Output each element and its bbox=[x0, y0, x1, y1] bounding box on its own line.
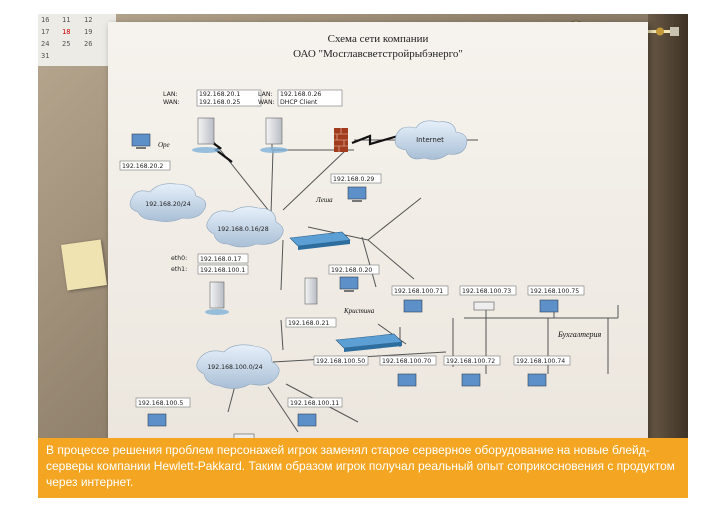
monitor-icon bbox=[131, 133, 151, 147]
monitor-icon bbox=[339, 276, 359, 290]
calendar-day: 26 bbox=[84, 40, 93, 48]
switch-icon bbox=[289, 231, 351, 250]
calendar-day: 16 bbox=[41, 16, 50, 24]
buh-top-ip: 192.168.100.71 bbox=[394, 288, 443, 295]
switch-icon bbox=[335, 333, 403, 352]
cloud-100-label: 192.168.100.0/24 bbox=[207, 364, 262, 371]
cloud-20-label: 192.168.20/24 bbox=[145, 201, 190, 208]
desk-calendar: 16 11 12 17 18 19 24 25 26 31 bbox=[38, 14, 116, 66]
monitor-icon bbox=[461, 373, 481, 387]
network-diagram-sheet: Схема сети компании ОАО "Мосглавсветстро… bbox=[108, 22, 648, 474]
monitor-icon bbox=[403, 299, 423, 313]
ip-0-21: 192.168.0.21 bbox=[288, 320, 329, 327]
lesha-label: Леша bbox=[315, 196, 333, 204]
monitor-icon bbox=[527, 373, 547, 387]
sticky-note bbox=[60, 239, 108, 291]
monitor-icon bbox=[539, 299, 559, 313]
ore-label: Оре bbox=[158, 141, 170, 149]
network-diagram: Схема сети компании ОАО "Мосглавсветстро… bbox=[119, 33, 619, 443]
server-a-info-box bbox=[196, 89, 262, 107]
server-b-lan-ip: 192.168.0.26 bbox=[280, 91, 321, 98]
cloud-192-168-100: 192.168.100.0/24 bbox=[196, 344, 280, 389]
diagram-subtitle: ОАО "Мосглавсветстройрыбэнерго" bbox=[293, 48, 463, 60]
calendar-day: 24 bbox=[41, 40, 50, 48]
monitor-icon bbox=[147, 413, 167, 427]
calendar-day: 19 bbox=[84, 28, 93, 36]
kristina-label: Кристина bbox=[343, 307, 375, 315]
cloud-192-168-20: 192.168.20/24 bbox=[129, 183, 207, 222]
server-a-lan-label: LAN: bbox=[163, 91, 178, 98]
buh-bottom-ip: 192.168.100.72 bbox=[446, 358, 495, 365]
caption-banner: В процессе решения проблем персонажей иг… bbox=[38, 438, 688, 498]
workstation-0-20: 192.168.0.20 bbox=[328, 264, 380, 292]
eth1-label: eth1: bbox=[171, 266, 187, 273]
server-icon bbox=[209, 281, 225, 309]
server-a: LAN: 192.168.20.1 WAN: 192.168.0.25 bbox=[163, 89, 262, 153]
router-eth-labels: eth0: 192.168.0.17 eth1: 192.168.100.1 bbox=[171, 253, 249, 275]
internet-label: Internet bbox=[416, 136, 444, 144]
lesha-ip: 192.168.0.29 bbox=[333, 176, 374, 183]
server-icon bbox=[304, 277, 318, 305]
right-shelf bbox=[648, 14, 688, 498]
server-a-wan-ip: 192.168.0.25 bbox=[199, 99, 240, 106]
server-icon bbox=[197, 117, 215, 145]
server-b-lan-label: LAN: bbox=[258, 91, 273, 98]
eth1-ip: 192.168.100.1 bbox=[200, 267, 245, 274]
monitor-icon bbox=[347, 186, 367, 200]
internet-cloud: Internet bbox=[394, 120, 468, 160]
ip-100-5: 192.168.100.5 bbox=[138, 400, 183, 407]
calendar-day: 31 bbox=[41, 52, 50, 60]
buh-top-row: 192.168.100.71 192.168.100.73 192.168.10… bbox=[391, 285, 585, 313]
eth0-label: eth0: bbox=[171, 255, 187, 262]
router-server bbox=[205, 281, 229, 315]
server-a-wan-label: WAN: bbox=[163, 99, 180, 106]
buh-bottom-row: 192.168.100.70 192.168.100.72 192.168.10… bbox=[379, 355, 571, 387]
workstation-ore: Оре 192.168.20.2 bbox=[119, 133, 171, 171]
calendar-day: 12 bbox=[84, 16, 93, 24]
buh-bottom-ip: 192.168.100.74 bbox=[516, 358, 565, 365]
workstation-100-11: 192.168.100.11 bbox=[287, 397, 343, 427]
wan-link-icon bbox=[351, 134, 399, 146]
buh-top-ip: 192.168.100.75 bbox=[530, 288, 579, 295]
ore-ip: 192.168.20.2 bbox=[122, 163, 163, 170]
server-icon bbox=[265, 117, 283, 145]
monitor-icon bbox=[297, 413, 317, 427]
calendar-day: 17 bbox=[41, 28, 50, 36]
cloud-192-168-0-16: 192.168.0.16/28 bbox=[206, 206, 284, 248]
firewall-icon bbox=[334, 128, 348, 152]
calendar-day: 11 bbox=[62, 16, 71, 24]
server-a-lan-ip: 192.168.20.1 bbox=[199, 91, 240, 98]
monitor-icon bbox=[397, 373, 417, 387]
ip-100-11: 192.168.100.11 bbox=[290, 400, 339, 407]
server-b-wan-ip: DHCP Client bbox=[280, 99, 318, 106]
printer-icon bbox=[473, 301, 495, 311]
server-b-info-box bbox=[277, 89, 343, 107]
ip-100-50: 192.168.100.50 bbox=[316, 358, 365, 365]
caption-text: В процессе решения проблем персонажей иг… bbox=[46, 443, 675, 489]
buh-top-ip: 192.168.100.73 bbox=[462, 288, 511, 295]
buh-bottom-ip: 192.168.100.70 bbox=[382, 358, 431, 365]
cloud-016-label: 192.168.0.16/28 bbox=[217, 226, 268, 233]
calendar-day: 25 bbox=[62, 40, 71, 48]
scene-background: 16 11 12 17 18 19 24 25 26 31 С bbox=[38, 14, 688, 498]
buh-label: Бухгалтерия bbox=[557, 330, 602, 339]
ip-0-20: 192.168.0.20 bbox=[331, 267, 372, 274]
connection-lines bbox=[205, 131, 619, 433]
server-b: LAN: 192.168.0.26 WAN: DHCP Client bbox=[258, 89, 343, 153]
workstation-100-5: 192.168.100.5 bbox=[135, 397, 191, 427]
server-kristina: Кристина 192.168.0.21 bbox=[285, 277, 375, 328]
calendar-day: 18 bbox=[62, 28, 71, 36]
server-b-wan-label: WAN: bbox=[258, 99, 275, 106]
eth0-ip: 192.168.0.17 bbox=[200, 256, 241, 263]
diagram-title: Схема сети компании bbox=[328, 33, 429, 45]
workstation-lesha: 192.168.0.29 Леша bbox=[315, 173, 382, 204]
